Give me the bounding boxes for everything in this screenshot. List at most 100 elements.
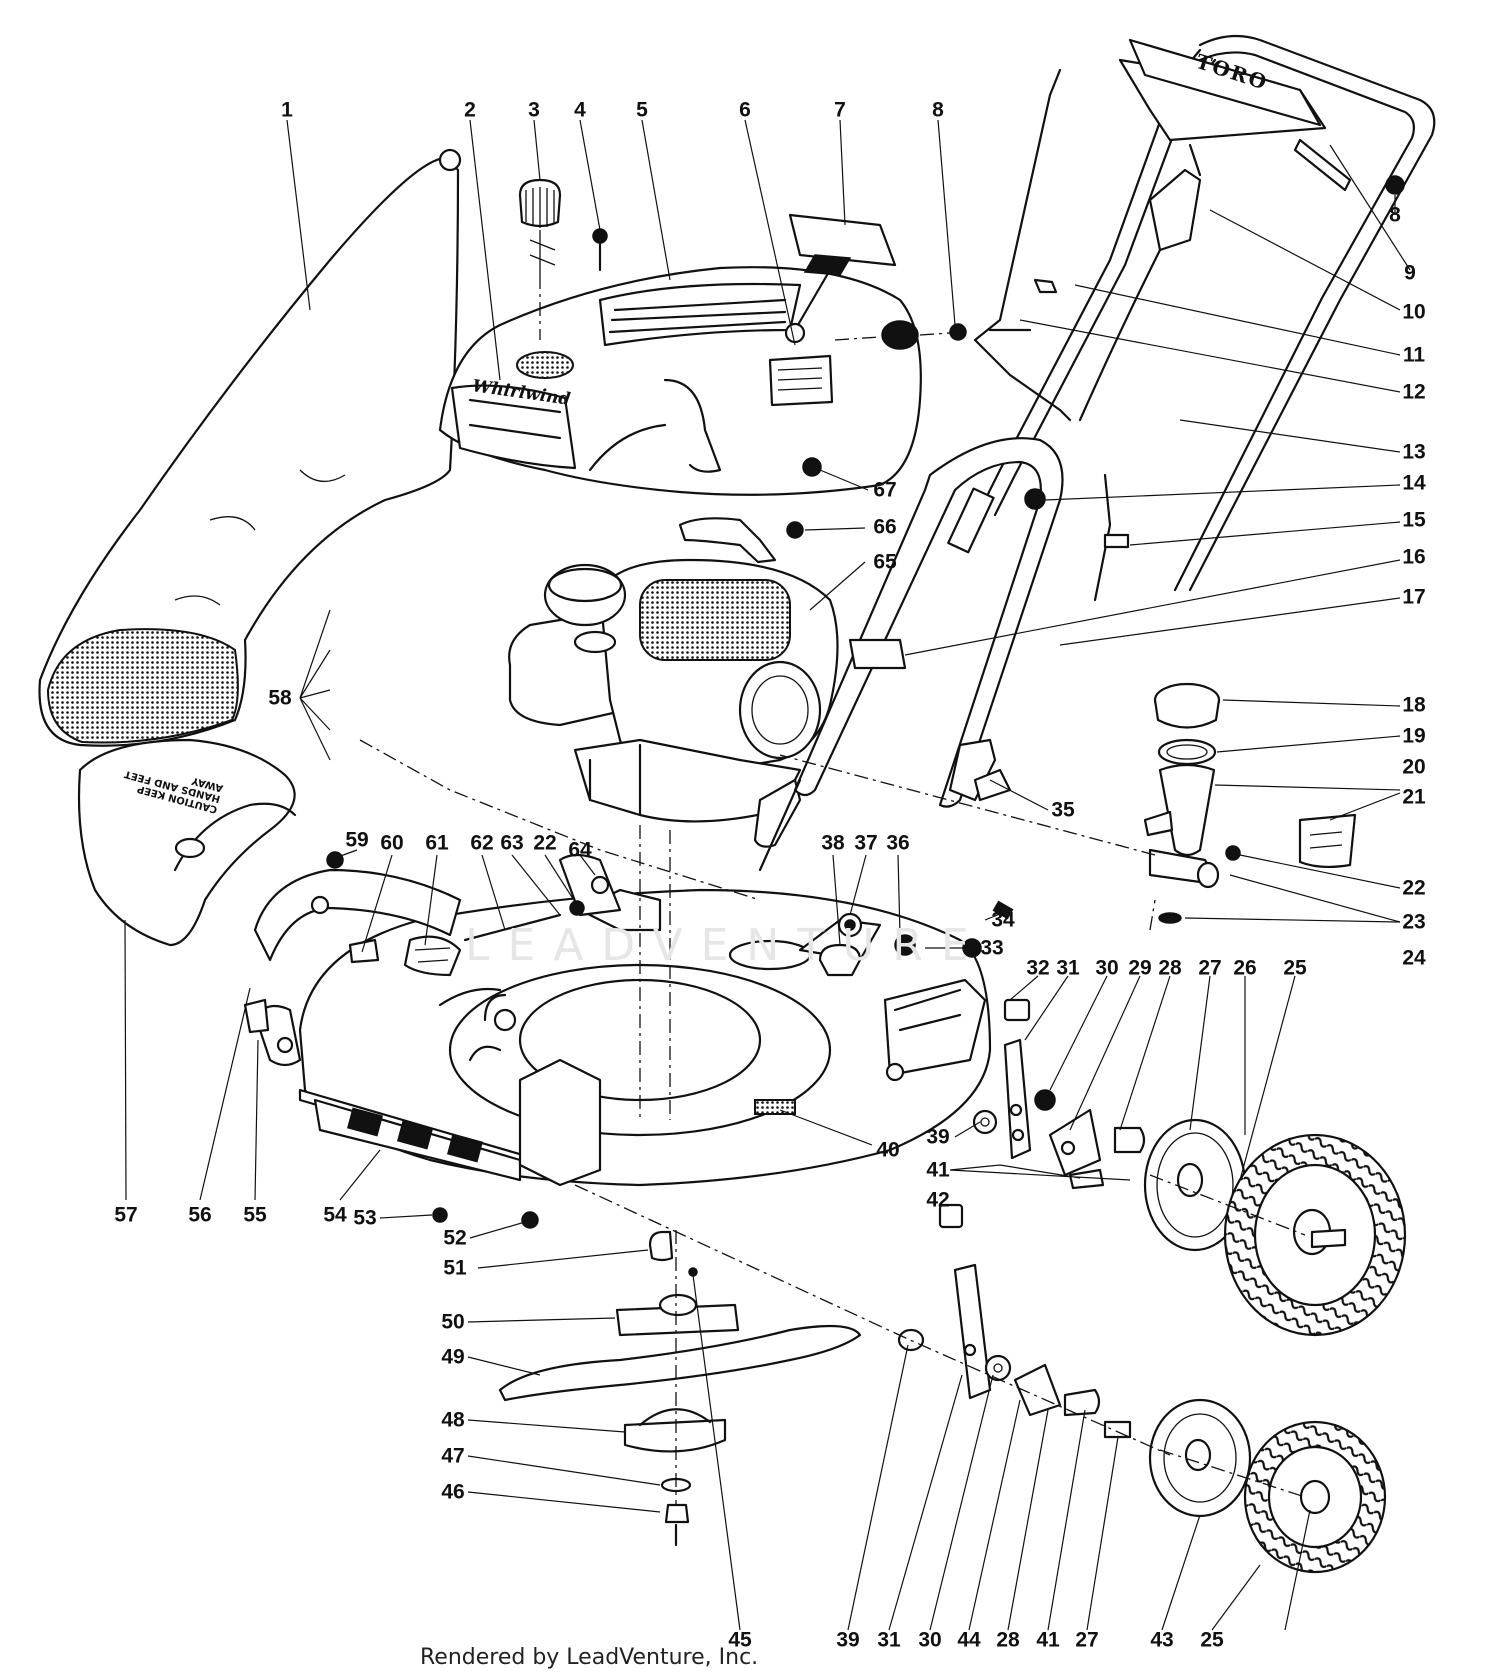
hood-knob xyxy=(834,320,967,350)
callout-label: 61 xyxy=(425,831,449,855)
callout-label: 16 xyxy=(1402,545,1426,569)
callout-label: 8 xyxy=(1389,203,1401,227)
callout-label: 45 xyxy=(728,1628,752,1652)
callout-label: 25 xyxy=(1283,956,1307,980)
engine xyxy=(508,558,839,848)
callout-label: 59 xyxy=(345,828,369,852)
discharge-chute xyxy=(77,738,297,947)
callout-label: 60 xyxy=(380,831,404,855)
callout-label: 22 xyxy=(1402,876,1426,900)
governor-lever xyxy=(678,517,777,564)
callout-label: 63 xyxy=(500,831,524,855)
callout-label: 50 xyxy=(441,1310,465,1334)
handle-bracket xyxy=(848,638,907,670)
hood-screw xyxy=(592,228,608,272)
callout-label: 18 xyxy=(1402,693,1426,717)
callout-label: 44 xyxy=(957,1628,981,1652)
callout-label: 53 xyxy=(353,1206,377,1230)
callout-label: 33 xyxy=(980,936,1004,960)
callout-label: 26 xyxy=(1233,956,1257,980)
callout-label: 13 xyxy=(1402,440,1426,464)
callout-label: 39 xyxy=(836,1628,860,1652)
leader-lines xyxy=(124,119,1411,1631)
callout-label: 57 xyxy=(114,1203,138,1227)
callout-label: 2 xyxy=(464,98,476,122)
callout-label: 56 xyxy=(188,1203,212,1227)
callout-label: 41 xyxy=(926,1158,950,1182)
blade-assembly xyxy=(498,1230,862,1547)
callout-label: 8 xyxy=(932,98,944,122)
height-adjust-plate xyxy=(1003,1038,1032,1160)
callout-label: 27 xyxy=(1075,1628,1099,1652)
callout-label: 19 xyxy=(1402,724,1426,748)
callout-label: 10 xyxy=(1402,300,1426,324)
callout-label: 12 xyxy=(1402,380,1426,404)
callout-label: 17 xyxy=(1402,585,1426,609)
callout-label: 30 xyxy=(1095,956,1119,980)
callout-label: 42 xyxy=(926,1188,950,1212)
callout-label: 47 xyxy=(441,1444,465,1468)
rear-wheel xyxy=(1143,1118,1407,1337)
lower-handle xyxy=(793,437,1112,808)
callout-label: 66 xyxy=(873,515,897,539)
oil-fill-assembly xyxy=(779,682,1357,931)
callout-label: 22 xyxy=(533,831,557,855)
callout-label: 7 xyxy=(834,98,846,122)
callout-label: 11 xyxy=(1402,343,1426,367)
callout-label: 9 xyxy=(1404,261,1416,285)
callout-label: 37 xyxy=(854,831,878,855)
callout-label: 40 xyxy=(876,1138,900,1162)
callout-label: 67 xyxy=(873,478,897,502)
callout-label: 3 xyxy=(528,98,540,122)
callout-label: 4 xyxy=(574,98,586,122)
callout-label: 39 xyxy=(926,1125,950,1149)
callout-label: 51 xyxy=(443,1256,467,1280)
engine-hood xyxy=(438,266,922,496)
callout-label: 28 xyxy=(1158,956,1182,980)
throttle-lever xyxy=(803,254,852,276)
mower-deck xyxy=(298,853,992,1187)
callout-label: 52 xyxy=(443,1226,467,1250)
callout-label: 58 xyxy=(268,686,292,710)
grass-bag xyxy=(38,148,462,747)
hood-nut xyxy=(802,457,822,477)
callout-label: 32 xyxy=(1026,956,1050,980)
callout-label: 23 xyxy=(1402,910,1426,934)
callout-label: 31 xyxy=(1056,956,1080,980)
upper-handle xyxy=(978,34,1436,592)
footer-credit: Rendered by LeadVenture, Inc. xyxy=(420,1645,759,1670)
callout-label: 29 xyxy=(1128,956,1152,980)
callout-label: 62 xyxy=(470,831,494,855)
callout-label: 14 xyxy=(1402,471,1426,495)
control-rod xyxy=(973,68,1072,422)
height-knob xyxy=(818,943,862,977)
callout-label: 24 xyxy=(1402,946,1426,970)
callout-label: 25 xyxy=(1200,1628,1224,1652)
callout-label: 48 xyxy=(441,1408,465,1432)
instruction-decal xyxy=(788,213,897,267)
callout-label: 38 xyxy=(821,831,845,855)
callout-label: 6 xyxy=(739,98,751,122)
callout-label: 55 xyxy=(243,1203,267,1227)
front-wheel xyxy=(1148,1398,1387,1574)
callout-label: 46 xyxy=(441,1480,465,1504)
callout-label: 31 xyxy=(877,1628,901,1652)
callout-label: 43 xyxy=(1150,1628,1174,1652)
callout-label: 41 xyxy=(1036,1628,1060,1652)
callout-label: 5 xyxy=(636,98,648,122)
fuel-cap xyxy=(518,178,562,340)
callout-label: 36 xyxy=(886,831,910,855)
callout-label: 15 xyxy=(1402,508,1426,532)
callout-label: 64 xyxy=(568,838,592,862)
callout-label: 27 xyxy=(1198,956,1222,980)
callout-label: 54 xyxy=(323,1203,347,1227)
callout-label: 21 xyxy=(1402,785,1426,809)
callout-label: 28 xyxy=(996,1628,1020,1652)
callout-label: 34 xyxy=(991,908,1015,932)
callout-label: 65 xyxy=(873,550,897,574)
callout-label: 35 xyxy=(1051,798,1075,822)
callout-label: 30 xyxy=(918,1628,942,1652)
callout-label: 20 xyxy=(1402,755,1426,779)
